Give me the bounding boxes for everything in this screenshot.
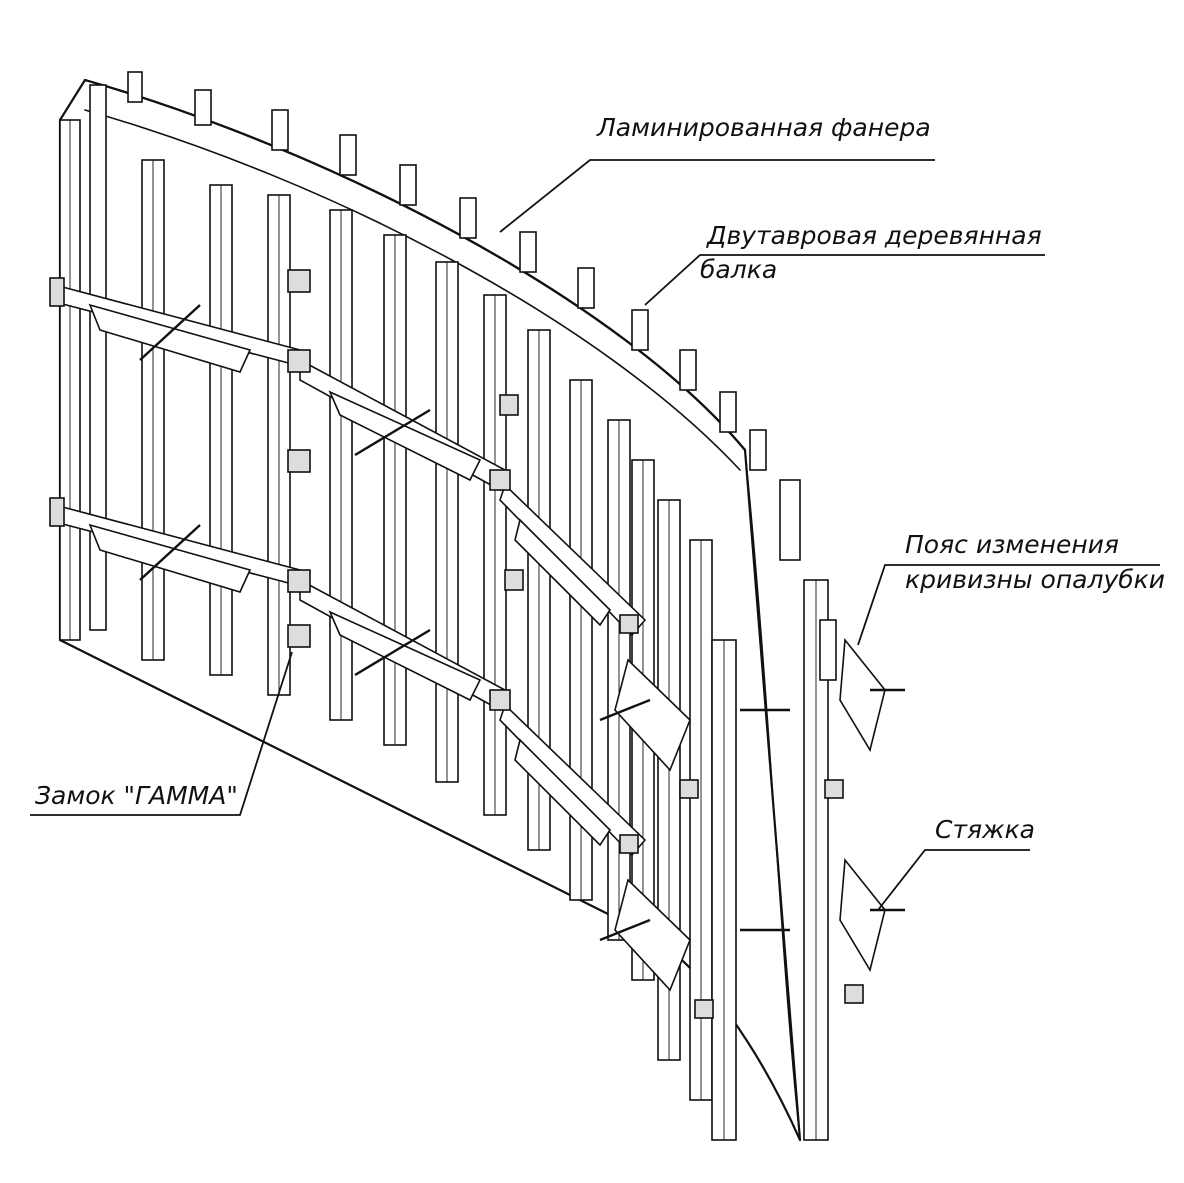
label-beam-line1: Двутавровая деревянная [706, 221, 1042, 250]
leader-lines [30, 159, 1160, 911]
labels: Ламинированная фанера Двутавровая деревя… [35, 113, 1165, 844]
label-curvature-line1: Пояс изменения [905, 530, 1119, 559]
label-plywood: Ламинированная фанера [596, 113, 931, 142]
leader-curvature [857, 564, 1160, 646]
gamma-locks [49, 269, 864, 1019]
plywood-sheet [58, 78, 802, 1142]
walers-lower [54, 503, 647, 857]
label-beam-line2: балка [700, 255, 777, 284]
label-tie: Стяжка [935, 815, 1035, 844]
leader-beam [644, 254, 1045, 306]
label-lock: Замок "ГАММА" [35, 781, 238, 810]
label-curvature-line2: кривизны опалубки [905, 565, 1165, 594]
curvature-adjusters [614, 637, 886, 992]
leader-tie [877, 849, 1030, 911]
tie-rods [139, 304, 905, 942]
leader-plywood [499, 159, 935, 233]
leader-lock [30, 651, 293, 816]
